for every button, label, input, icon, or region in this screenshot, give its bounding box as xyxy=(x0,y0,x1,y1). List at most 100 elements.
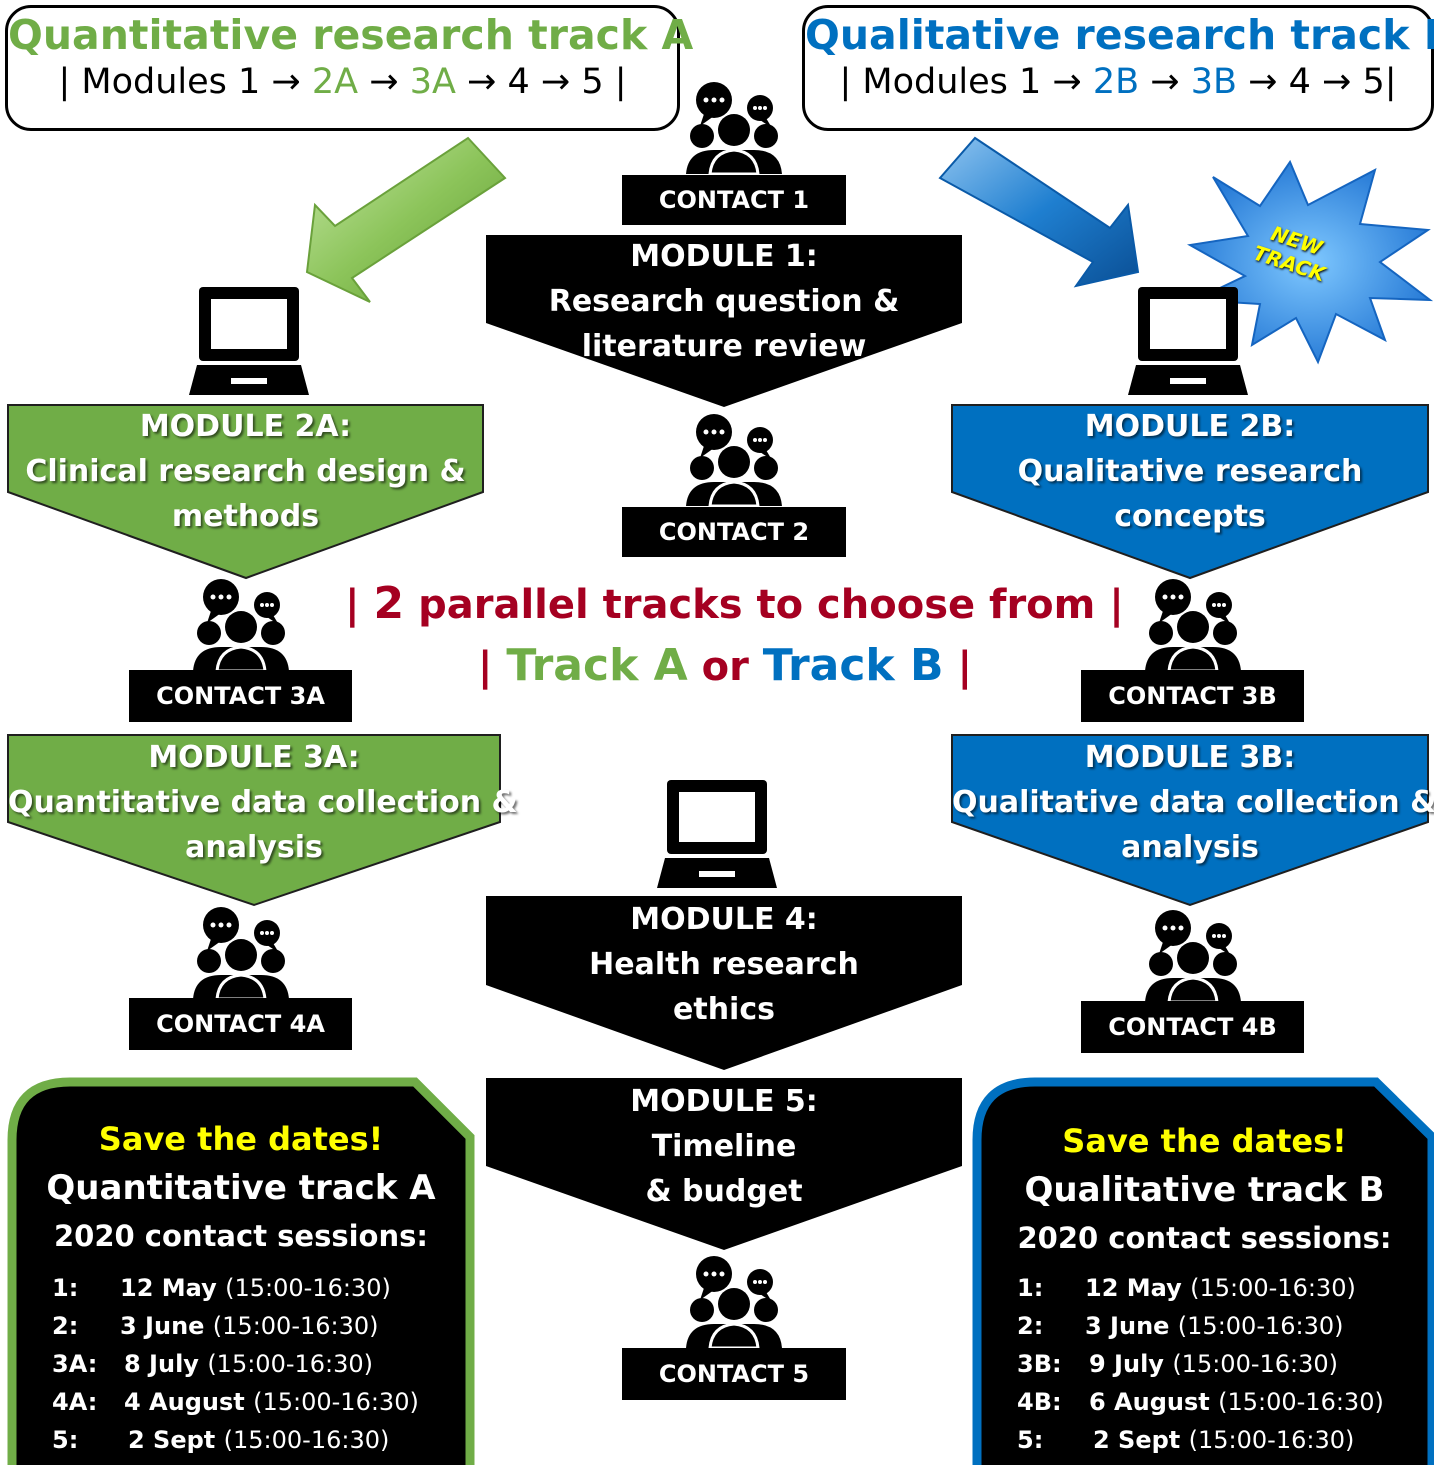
session-time: (15:00-16:30) xyxy=(253,1388,419,1416)
track-b-title: Qualitative research track B xyxy=(805,11,1434,59)
session-time: (15:00-16:30) xyxy=(1190,1274,1356,1302)
module-2b-line-2: concepts xyxy=(1114,499,1266,534)
parallel-tracks-text: parallel tracks to choose from | xyxy=(404,582,1124,628)
session-date: 8 July (15:00-16:30) xyxy=(124,1350,373,1378)
group-discussion-icon xyxy=(193,907,289,999)
direction-arrow-icon xyxy=(938,136,1140,288)
session-date-text: 12 May xyxy=(1085,1274,1182,1302)
session-date-text: 8 July xyxy=(124,1350,199,1378)
session-date-text: 4 August xyxy=(124,1388,245,1416)
group-discussion-icon xyxy=(1145,579,1241,671)
parallel-tracks-heading: | 2 parallel tracks to choose from | xyxy=(345,578,1124,629)
module-3a-heading: MODULE 3A: xyxy=(148,740,360,775)
module-3a-line-2: analysis xyxy=(185,830,323,865)
module-3b-line-1: Qualitative data collection & xyxy=(952,785,1434,820)
module-2a-heading: MODULE 2A: xyxy=(139,409,352,444)
session-time: (15:00-16:30) xyxy=(1218,1388,1384,1416)
module-2a-line-1: Clinical research design & xyxy=(25,454,466,489)
session-time: (15:00-16:30) xyxy=(207,1350,374,1378)
dates-box-a: Save the dates! Quantitative track A 202… xyxy=(12,1082,470,1465)
session-date-text: 6 August xyxy=(1089,1388,1210,1416)
module-3a-line-1: Quantitative data collection & xyxy=(8,785,518,820)
track-a-modules-suffix: → 4 → 5 | xyxy=(467,62,627,102)
session-time: (15:00-16:30) xyxy=(223,1426,390,1454)
contact-5-label: CONTACT 5 xyxy=(622,1348,846,1400)
module-5: MODULE 5: Timeline & budget xyxy=(486,1079,962,1214)
session-time: (15:00-16:30) xyxy=(225,1274,391,1302)
track-choice-bar-left: | xyxy=(477,644,507,690)
session-key: 1: xyxy=(52,1274,79,1302)
parallel-tracks-count: 2 xyxy=(373,578,405,629)
track-a-arrow: → xyxy=(369,62,399,102)
group-discussion-icon xyxy=(193,579,289,671)
group-discussion-icon xyxy=(1145,910,1241,1002)
contact-4a-label: CONTACT 4A xyxy=(129,998,352,1050)
session-date: 3 June (15:00-16:30) xyxy=(1085,1312,1344,1340)
module-4: MODULE 4: Health research ethics xyxy=(486,897,962,1032)
module-2a-line-2: methods xyxy=(171,499,320,534)
module-4-heading: MODULE 4: xyxy=(630,902,818,937)
contact-4a: CONTACT 4A xyxy=(129,903,352,1050)
track-b-module-2: 2B xyxy=(1092,62,1140,102)
session-date: 9 July (15:00-16:30) xyxy=(1089,1350,1338,1378)
session-date: 12 May (15:00-16:30) xyxy=(120,1274,391,1302)
session-key: 1: xyxy=(1017,1274,1044,1302)
module-5-heading: MODULE 5: xyxy=(630,1084,818,1119)
module-2b-shape xyxy=(951,404,1429,580)
session-date: 4 August (15:00-16:30) xyxy=(124,1388,419,1416)
track-a-modules-prefix: | Modules 1 → xyxy=(58,62,301,102)
track-a-module-3: 3A xyxy=(409,62,456,102)
session-date-text: 2 Sept xyxy=(128,1426,216,1454)
session-time: (15:00-16:30) xyxy=(1188,1426,1355,1454)
session-key: 5: xyxy=(1017,1426,1044,1454)
session-date: 2 Sept (15:00-16:30) xyxy=(128,1426,389,1454)
module-3b: MODULE 3B: Qualitative data collection &… xyxy=(952,735,1434,870)
track-choice-bar-right: | xyxy=(943,644,973,690)
session-date: 12 May (15:00-16:30) xyxy=(1085,1274,1356,1302)
dates-b-track: Qualitative track B xyxy=(1024,1170,1385,1210)
laptop-icon xyxy=(1128,287,1248,395)
module-1: MODULE 1: Research question & literature… xyxy=(486,234,962,369)
session-time: (15:00-16:30) xyxy=(1177,1312,1344,1340)
session-time: (15:00-16:30) xyxy=(1172,1350,1339,1378)
track-b-modules-prefix: | Modules 1 → xyxy=(839,62,1082,102)
track-b-arrow: → xyxy=(1150,62,1180,102)
contact-3b-label: CONTACT 3B xyxy=(1081,670,1304,722)
contact-4b: CONTACT 4B xyxy=(1081,906,1304,1053)
session-date-text: 12 May xyxy=(120,1274,217,1302)
module-3a: MODULE 3A: Quantitative data collection … xyxy=(8,735,518,870)
session-key: 4B: xyxy=(1017,1388,1062,1416)
module-3b-heading: MODULE 3B: xyxy=(1084,740,1296,775)
module-5-line-1: Timeline xyxy=(651,1129,797,1164)
dates-a-track: Quantitative track A xyxy=(46,1168,436,1208)
contact-2: CONTACT 2 xyxy=(622,410,846,557)
dates-box-b-shape xyxy=(972,1077,1434,1465)
group-discussion-icon xyxy=(686,82,782,174)
module-3b-line-2: analysis xyxy=(1121,830,1259,865)
session-date-text: 3 June xyxy=(120,1312,205,1340)
dates-box-a-shape xyxy=(7,1077,475,1465)
track-b-modules-suffix: → 4 → 5| xyxy=(1248,62,1397,102)
track-choice-or: or xyxy=(687,644,763,690)
module-3a-shape xyxy=(7,734,501,907)
session-date: 3 June (15:00-16:30) xyxy=(120,1312,379,1340)
contact-1-label: CONTACT 1 xyxy=(622,175,846,225)
module-1-line-2: literature review xyxy=(581,329,867,364)
parallel-tracks-bar-left: | xyxy=(345,582,374,628)
track-a-modules: | Modules 1 → 2A → 3A → 4 → 5 | xyxy=(8,60,677,104)
contact-2-label: CONTACT 2 xyxy=(622,507,846,557)
session-time: (15:00-16:30) xyxy=(212,1312,379,1340)
dates-b-year: 2020 contact sessions: xyxy=(1017,1221,1392,1255)
direction-arrow-icon xyxy=(305,136,507,303)
track-choice-b: Track B xyxy=(762,640,944,691)
group-discussion-icon xyxy=(686,414,782,506)
contact-3a: CONTACT 3A xyxy=(129,575,352,722)
module-2b: MODULE 2B: Qualitative research concepts xyxy=(952,404,1428,539)
module-5-shape xyxy=(486,1078,962,1250)
group-discussion-icon xyxy=(686,1256,782,1348)
module-1-heading: MODULE 1: xyxy=(630,239,818,274)
session-key: 2: xyxy=(52,1312,79,1340)
dates-a-year: 2020 contact sessions: xyxy=(54,1219,428,1253)
session-date: 6 August (15:00-16:30) xyxy=(1089,1388,1384,1416)
